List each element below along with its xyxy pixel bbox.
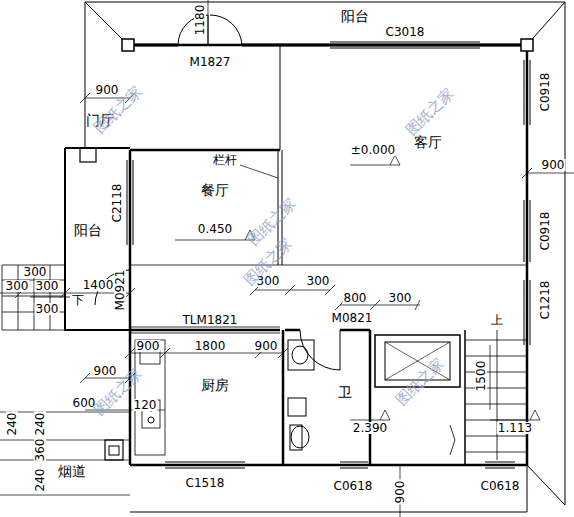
- dimension-label: 900: [95, 84, 120, 96]
- dimension-label: 800: [343, 292, 368, 304]
- room: 阳台: [135, 2, 520, 40]
- dimension-label: 300: [35, 280, 60, 292]
- dimension-label: 1800: [194, 340, 227, 352]
- dimension-label: C1218: [539, 280, 551, 321]
- dimension-label: 240: [34, 412, 46, 437]
- dimension-label: 300: [23, 266, 48, 278]
- dimension-label: 900: [394, 480, 406, 505]
- dimension-label: 120: [133, 399, 158, 411]
- floor-level: ±0.000: [350, 144, 396, 156]
- dimension-label: 360: [34, 438, 46, 463]
- dimension-label: M0821: [331, 312, 374, 324]
- dimension-label: C1518: [185, 477, 226, 489]
- floor-level: 2.390: [352, 422, 388, 434]
- dimension-label: 900: [136, 340, 161, 352]
- room-name: 客厅: [414, 135, 442, 149]
- room: 厨房: [168, 360, 280, 460]
- room-name: 厨房: [201, 378, 229, 392]
- dimension-label: 240: [34, 468, 46, 493]
- room-name: 阳台: [341, 9, 369, 23]
- dimension-label: C0618: [480, 480, 521, 492]
- dimension-label: 1500: [475, 360, 487, 393]
- dimension-label: 1180: [194, 4, 206, 37]
- room-name: 烟道: [58, 464, 86, 478]
- dimension-label: 300: [388, 292, 413, 304]
- dimension-label: M0921: [114, 269, 126, 312]
- dimension-label: 300: [35, 303, 60, 315]
- watermark: 图纸之家: [403, 85, 456, 138]
- room: 烟道: [105, 440, 123, 460]
- dimension-label: 900: [93, 365, 118, 377]
- dimension-label: TLM1821: [182, 314, 239, 326]
- dimension-label: 300: [306, 275, 331, 287]
- dimension-label: 900: [541, 159, 566, 171]
- dimension-label: C0918: [539, 211, 551, 252]
- dimension-label: 240: [6, 412, 18, 437]
- floor-level: 0.450: [197, 223, 233, 235]
- dimension-label: 900: [254, 340, 279, 352]
- dimension-label: C0918: [539, 72, 551, 113]
- room-name: 卫: [338, 385, 352, 399]
- dimension-label: 栏杆: [212, 154, 238, 166]
- watermark: 图纸之家: [393, 355, 446, 408]
- dimension-label: 1400: [82, 279, 115, 291]
- room: 卫 2.390: [315, 375, 395, 461]
- room: 客厅 ±0.000: [284, 47, 524, 263]
- dimension-label: M1827: [189, 56, 232, 68]
- dimension-label: 上: [490, 314, 504, 326]
- dimension-label: C0618: [333, 480, 374, 492]
- dimension-label: C3018: [385, 26, 426, 38]
- watermark: 图纸之家: [245, 195, 298, 248]
- dimension-label: 300: [5, 280, 30, 292]
- room-name: 阳台: [74, 223, 102, 237]
- room-name: 餐厅: [201, 183, 229, 197]
- dimension-label: 1.113: [497, 422, 533, 434]
- dimension-label: 下: [71, 294, 85, 306]
- dimension-label: C2118: [111, 183, 123, 224]
